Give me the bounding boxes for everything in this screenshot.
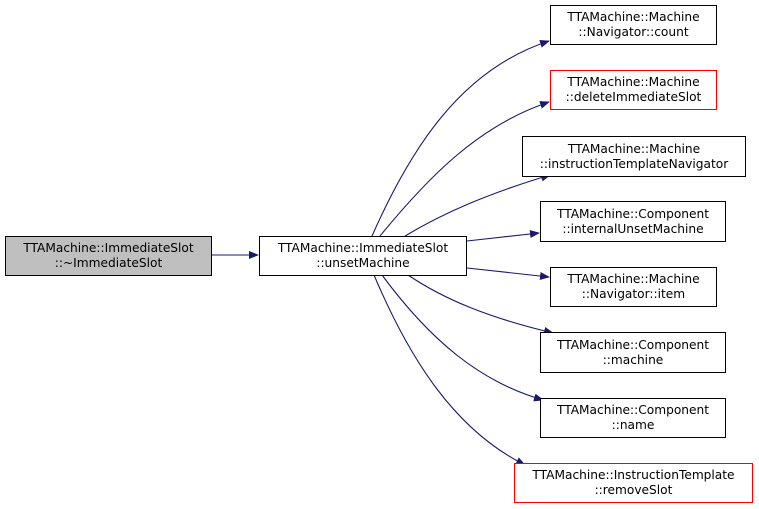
node-line: ::Navigator::item bbox=[581, 287, 686, 301]
node-line: ::instructionTemplateNavigator bbox=[539, 156, 729, 171]
edge-unsetmachine-to-navigatoritem bbox=[466, 267, 550, 280]
node-line: ::removeSlot bbox=[594, 483, 673, 497]
node-component-machine[interactable]: TTAMachine::Component ::machine bbox=[540, 332, 726, 373]
node-line: TTAMachine::Component bbox=[556, 403, 710, 417]
node-line: TTAMachine::InstructionTemplate bbox=[532, 468, 735, 482]
node-navigator-count[interactable]: TTAMachine::Machine ::Navigator::count bbox=[550, 5, 717, 45]
edge-unsetmachine-to-instructiontemplatenavigator bbox=[404, 173, 551, 237]
node-line: ::unsetMachine bbox=[316, 256, 410, 270]
node-line: ::deleteImmediateSlot bbox=[565, 90, 702, 104]
node-line: TTAMachine::Component bbox=[556, 337, 710, 352]
node-line: TTAMachine::Component bbox=[556, 206, 710, 221]
node-line: TTAMachine::ImmediateSlot bbox=[277, 241, 449, 255]
edge-unsetmachine-to-componentmachine bbox=[407, 274, 554, 335]
node-line: ::~ImmediateSlot bbox=[54, 256, 163, 270]
node-navigator-item[interactable]: TTAMachine::Machine ::Navigator::item bbox=[550, 267, 717, 307]
node-component-internalunsetmachine[interactable]: TTAMachine::Component ::internalUnsetMac… bbox=[540, 201, 726, 242]
edge-unsetmachine-to-deleteimmediateslot bbox=[379, 101, 550, 237]
node-line: TTAMachine::Machine bbox=[567, 272, 700, 286]
node-line: TTAMachine::Machine bbox=[567, 75, 700, 89]
node-line: TTAMachine::Machine bbox=[567, 141, 701, 156]
edge-unsetmachine-to-componentname bbox=[381, 274, 544, 402]
edge-unsetmachine-to-removeslot bbox=[373, 274, 526, 466]
node-immediateslot-unsetmachine[interactable]: TTAMachine::ImmediateSlot ::unsetMachine bbox=[259, 236, 467, 276]
node-machine-instructiontemplatenavigator[interactable]: TTAMachine::Machine ::instructionTemplat… bbox=[522, 136, 746, 177]
node-line: ::Navigator::count bbox=[578, 25, 689, 39]
edge-unsetmachine-to-internalunsetmachine bbox=[466, 230, 540, 242]
node-instructiontemplate-removeslot[interactable]: TTAMachine::InstructionTemplate ::remove… bbox=[514, 463, 753, 503]
node-line: ::internalUnsetMachine bbox=[562, 221, 704, 236]
edge-unsetmachine-to-count bbox=[371, 39, 550, 237]
node-line: ::name bbox=[611, 418, 655, 432]
node-component-name[interactable]: TTAMachine::Component ::name bbox=[540, 398, 726, 438]
node-machine-deleteimmediateslot[interactable]: TTAMachine::Machine ::deleteImmediateSlo… bbox=[550, 70, 717, 110]
node-line: TTAMachine::ImmediateSlot bbox=[23, 241, 194, 255]
node-line: TTAMachine::Machine bbox=[567, 10, 700, 24]
node-line: ::machine bbox=[602, 352, 664, 367]
node-immediateslot-destructor: TTAMachine::ImmediateSlot ::~ImmediateSl… bbox=[5, 236, 212, 276]
